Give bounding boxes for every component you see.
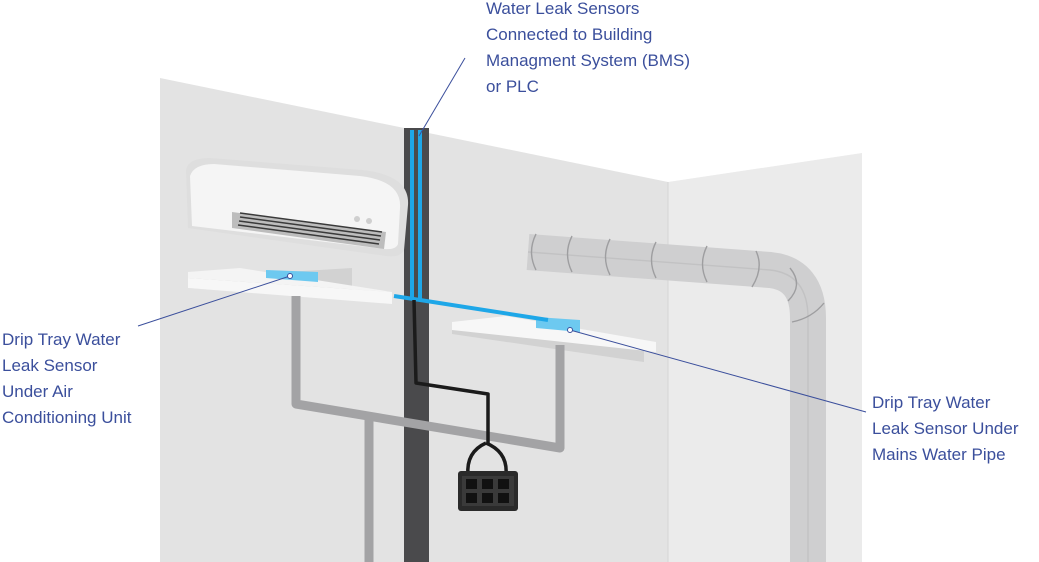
callout-line: Conditioning Unit	[2, 408, 132, 427]
leader-dots	[287, 273, 573, 333]
callout-line: Drip Tray Water	[872, 393, 991, 412]
callout-line: Managment System (BMS)	[486, 51, 691, 70]
callout-line: Under Air	[2, 382, 73, 401]
mains-water-pipe	[291, 296, 565, 562]
sensor-cable	[393, 130, 549, 322]
callout-line: or PLC	[486, 77, 539, 96]
ac-tray-callout: Drip Tray Water Leak Sensor Under Air Co…	[2, 327, 131, 431]
duct-icon	[526, 233, 826, 562]
callout-line: Leak Sensor Under	[872, 419, 1019, 438]
callout-line: Water Leak Sensors	[486, 0, 640, 18]
bms-callout: Water Leak Sensors Connected to Building…	[486, 0, 690, 100]
callout-line: Drip Tray Water	[2, 330, 121, 349]
controller-box-icon	[458, 471, 518, 511]
drip-tray-icon	[452, 316, 656, 362]
callout-line: Connected to Building	[486, 25, 653, 44]
right-wall	[668, 153, 862, 562]
air-conditioner-icon	[186, 158, 409, 257]
leader-lines	[137, 57, 867, 413]
pipe-tray-callout: Drip Tray Water Leak Sensor Under Mains …	[872, 390, 1018, 468]
callout-line: Mains Water Pipe	[872, 445, 1006, 464]
callout-line: Leak Sensor	[2, 356, 98, 375]
